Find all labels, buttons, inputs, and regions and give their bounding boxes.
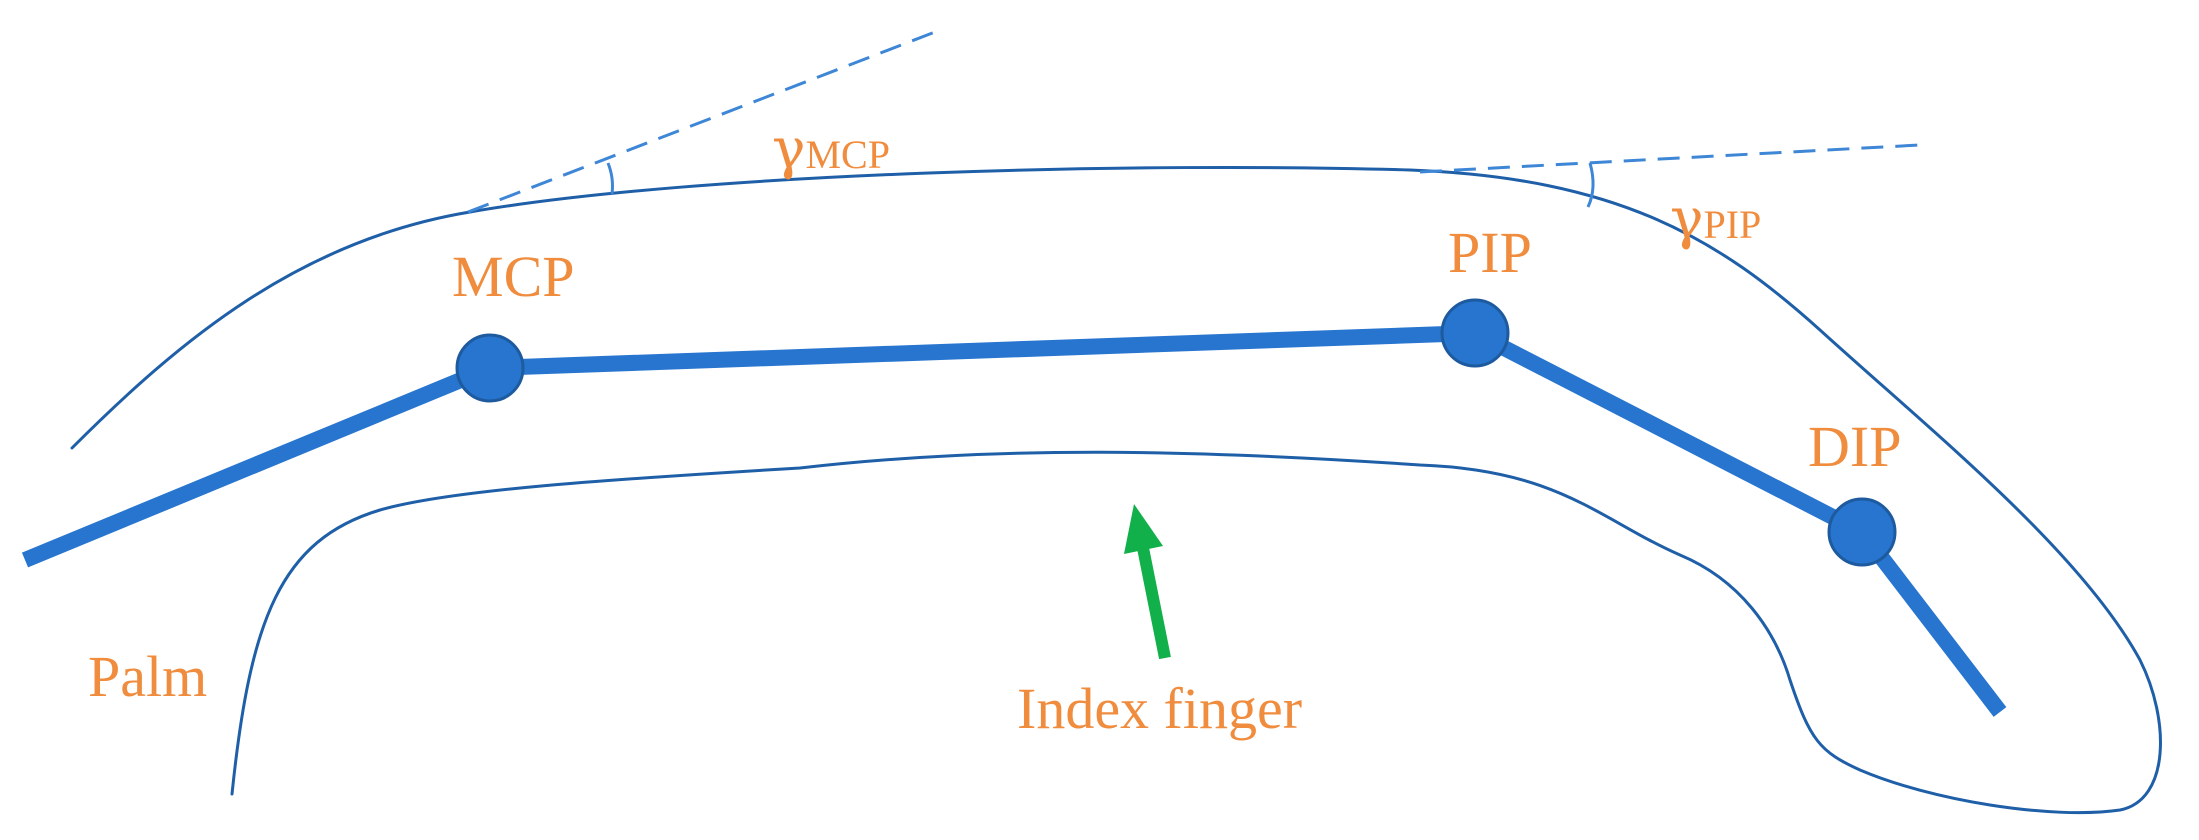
dip-label: DIP — [1808, 414, 1901, 479]
pip-label: PIP — [1448, 220, 1532, 285]
pip-joint — [1440, 298, 1510, 368]
mcp-angle-label: γMCP — [772, 117, 890, 182]
mcp-angle-symbol: γ — [772, 117, 805, 182]
pip-angle-subscript: PIP — [1703, 202, 1761, 247]
mcp-label: MCP — [452, 244, 575, 309]
pip-reference-line — [1419, 143, 1921, 174]
metacarpal-bone — [21, 360, 494, 568]
finger-dorsal-outline — [70, 165, 2162, 815]
mcp-angle-subscript: MCP — [805, 132, 890, 177]
dip-joint — [1827, 497, 1897, 567]
distal-phalanx — [1855, 527, 2007, 717]
pip-angle-symbol: γ — [1670, 187, 1703, 252]
mcp-angle-arc — [606, 162, 614, 195]
pip-angle-label: γPIP — [1670, 187, 1761, 252]
middle-phalanx — [1471, 325, 1866, 540]
index-finger-arrow — [1137, 546, 1171, 660]
palm-label: Palm — [88, 644, 207, 709]
index-finger-arrow-head — [1124, 504, 1163, 554]
proximal-phalanx — [489, 325, 1476, 376]
pip-angle-arc — [1586, 162, 1595, 208]
mcp-joint — [455, 333, 525, 403]
index-finger-label: Index finger — [1017, 676, 1302, 741]
mcp-reference-line — [467, 30, 936, 214]
